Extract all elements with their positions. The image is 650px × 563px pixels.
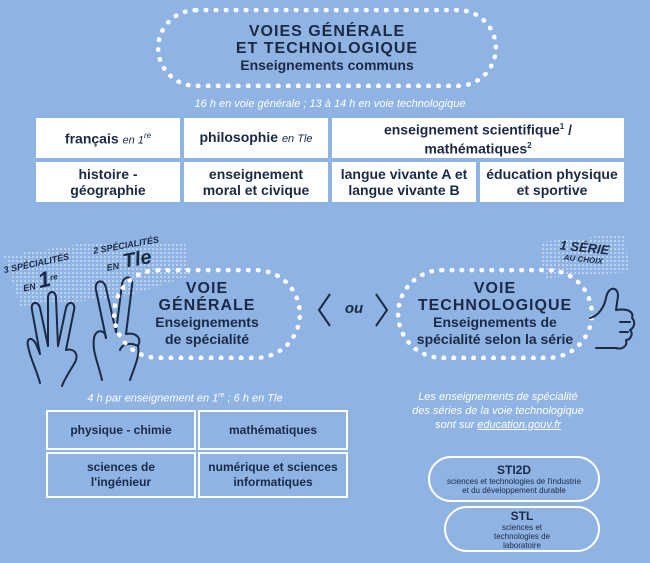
cell-francais: français en 1re — [36, 118, 180, 158]
cell-francais-label: français — [64, 130, 119, 147]
generale-title-line1: VOIE — [185, 280, 229, 297]
cell-francais-suffix: en 1 — [122, 134, 144, 147]
techno-title-line1: VOIE — [473, 280, 517, 297]
generale-sub-line2: de spécialité — [164, 331, 250, 347]
hatch-badge-illustration — [540, 234, 630, 278]
cell-scientifique-line2: mathématiques — [424, 140, 528, 157]
cell-langues: langue vivante A et langue vivante B — [332, 162, 476, 202]
techno-sub-line1: Enseignements de — [433, 314, 557, 330]
common-title-frame: VOIES GÉNÉRALE ET TECHNOLOGIQUE Enseigne… — [156, 8, 498, 88]
cell-scientifique-line1: enseignement scientifique — [383, 122, 560, 138]
cell-scientifique-slash: / — [564, 122, 573, 138]
chevron-right-icon — [375, 293, 389, 327]
hand-three-fingers-icon — [26, 291, 78, 387]
common-title-line2: ET TECHNOLOGIQUE — [235, 39, 419, 57]
cell-mathematiques: mathématiques — [198, 410, 348, 450]
cell-philosophie-suffix: en Tle — [281, 133, 313, 145]
cell-histoire: histoire - géographie — [36, 162, 180, 202]
common-subtitle: Enseignements communs — [240, 56, 414, 73]
series-sti2d: STI2D sciences et technologies de l'indu… — [428, 456, 600, 502]
education-gouv-link[interactable]: education.gouv.fr — [477, 419, 561, 431]
cell-scientifique-sup1: 1 — [559, 122, 565, 132]
cell-numerique: numérique et sciences informatiques — [198, 452, 348, 498]
thumbs-up-icon — [589, 287, 636, 350]
cell-physique: physique - chimie — [46, 410, 196, 450]
series-stl: STL sciences et technologies de laborato… — [444, 506, 600, 552]
cell-scientifique-sup2: 2 — [527, 141, 532, 150]
generale-hours-note: 4 h par enseignement en 1re ; 6 h en Tle — [87, 392, 283, 405]
cell-scientifique: enseignement scientifique1 / mathématiqu… — [332, 118, 624, 158]
generale-frame: VOIE GÉNÉRALE Enseignements de spécialit… — [112, 268, 302, 360]
common-title-line1: VOIES GÉNÉRALE — [248, 22, 406, 40]
generale-sub-line1: Enseignements — [155, 314, 259, 330]
generale-title-line2: GÉNÉRALE — [158, 297, 256, 314]
common-hours-note: 16 h en voie générale ; 13 à 14 h en voi… — [194, 98, 466, 110]
cell-sciences-ingenieur: sciences de l'ingénieur — [46, 452, 196, 498]
techno-info: Les enseignements de spécialité des séri… — [412, 391, 584, 431]
chevron-left-icon — [317, 293, 331, 327]
cell-moral: enseignement moral et civique — [184, 162, 328, 202]
techno-sub-line2: spécialité selon la série — [416, 331, 574, 347]
cell-eps: éducation physique et sportive — [480, 162, 624, 202]
technologique-frame: VOIE TECHNOLOGIQUE Enseignements de spéc… — [396, 268, 594, 360]
cell-francais-sup: re — [143, 131, 152, 141]
ou-label: ou — [344, 300, 364, 317]
techno-title-line2: TECHNOLOGIQUE — [417, 297, 573, 314]
cell-philosophie-label: philosophie — [199, 129, 279, 145]
cell-philosophie: philosophie en Tle — [184, 118, 328, 158]
